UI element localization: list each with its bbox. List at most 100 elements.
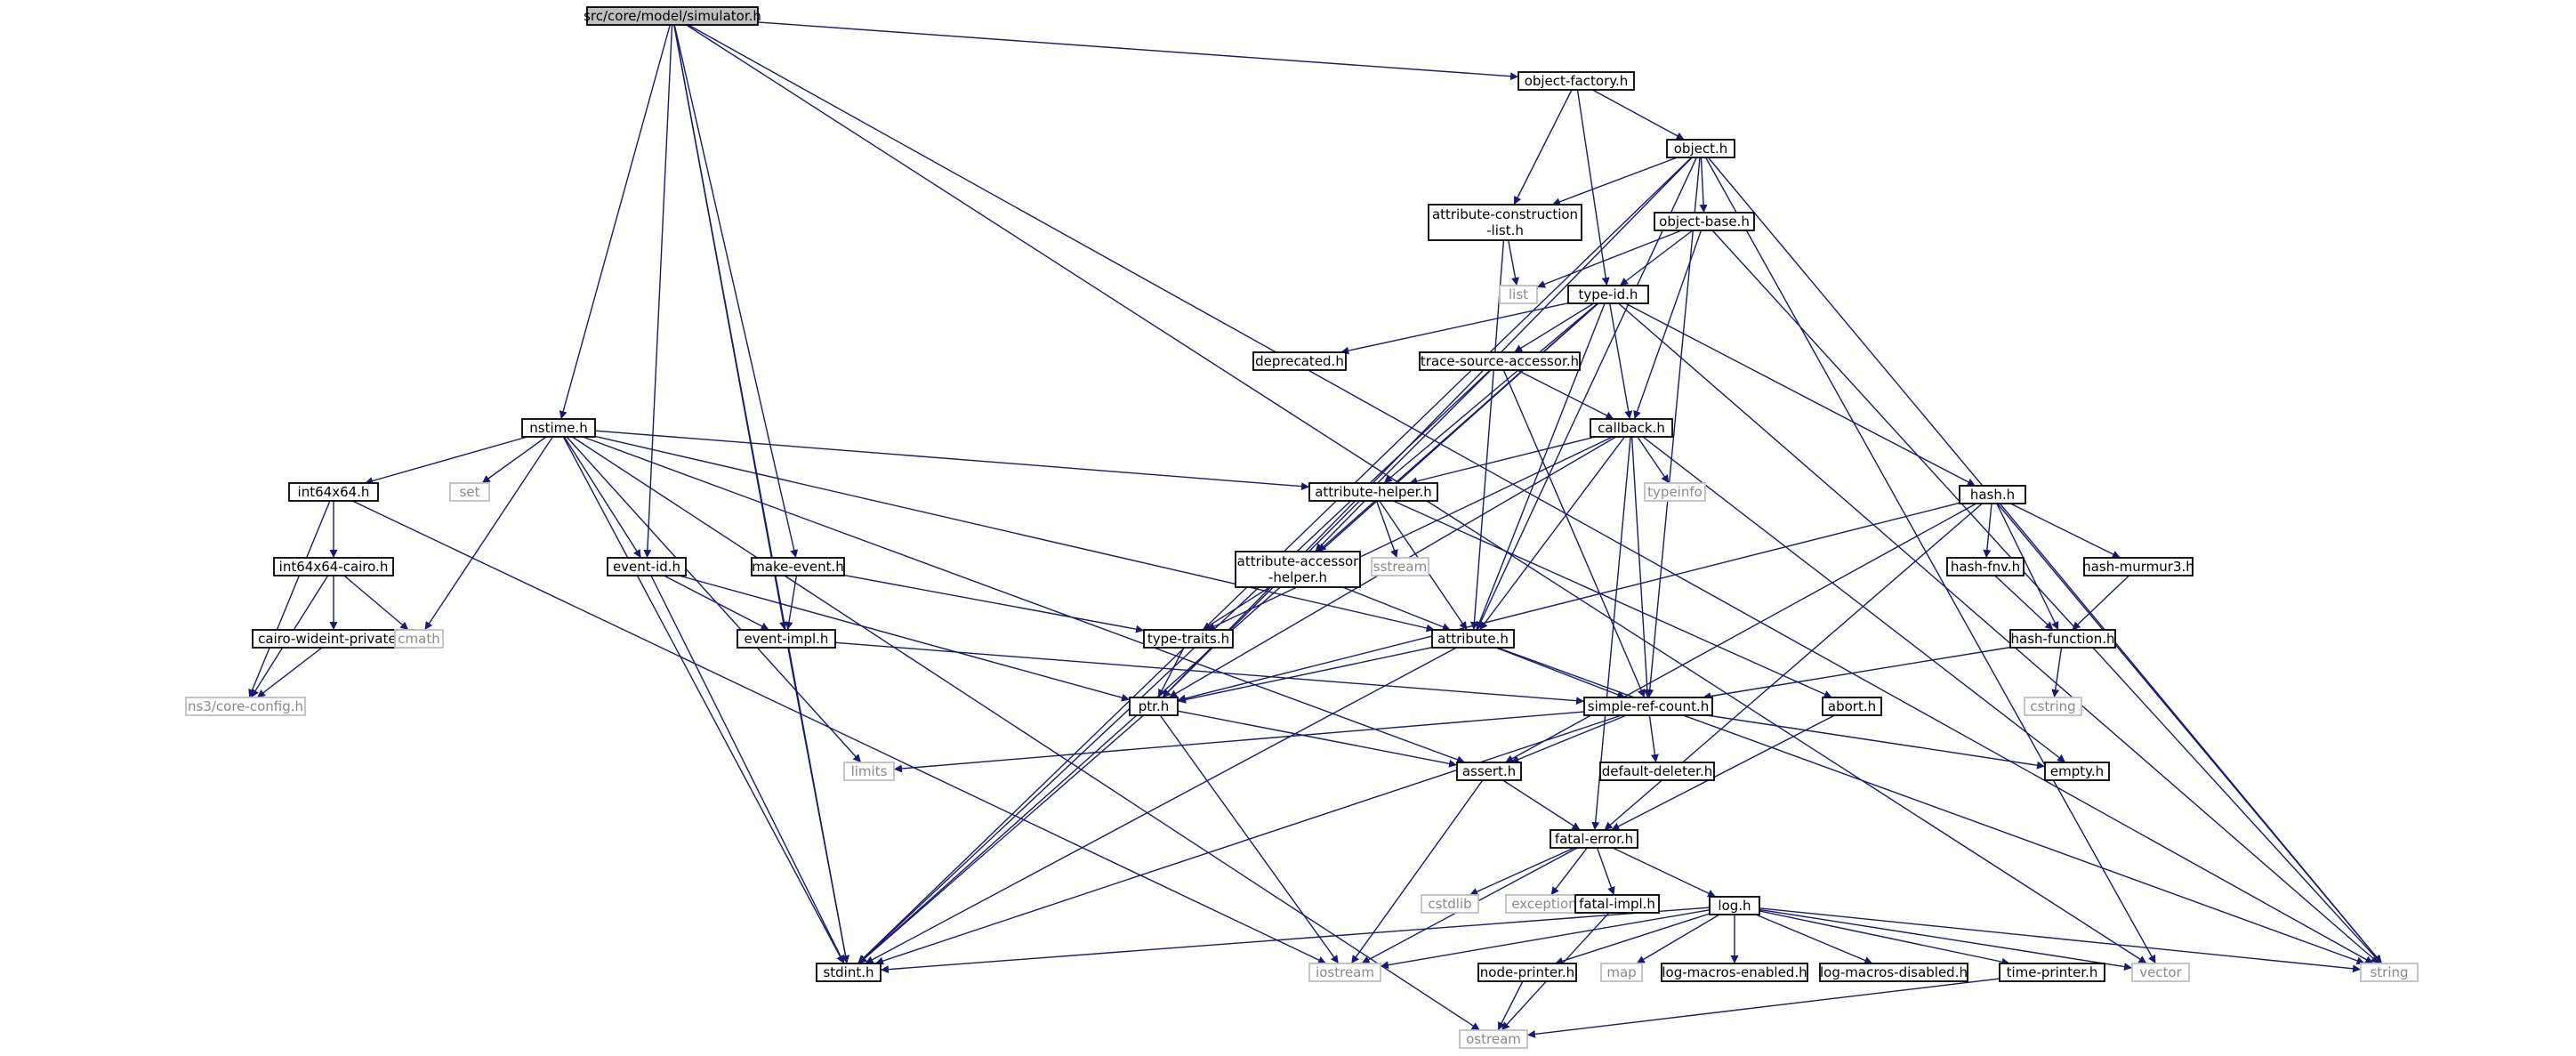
edge-simulator-to-event-id — [643, 24, 673, 559]
node-label: make-event.h — [752, 559, 844, 575]
node-nstime[interactable]: nstime.h — [521, 418, 596, 438]
node-log-macros-enabled[interactable]: log-macros-enabled.h — [1661, 963, 1808, 982]
node-type-id[interactable]: type-id.h — [1567, 285, 1649, 304]
node-empty[interactable]: empty.h — [2044, 762, 2110, 781]
edge-attribute-to-string — [1497, 647, 2365, 965]
node-label: typeinfo — [1647, 484, 1703, 500]
edge-type-id-to-hash — [1624, 302, 1976, 487]
node-label: ostream — [1466, 1031, 1521, 1047]
node-attr-helper[interactable]: attribute-helper.h — [1308, 482, 1438, 502]
node-log-macros-disabled[interactable]: log-macros-disabled.h — [1819, 963, 1968, 982]
node-type-traits[interactable]: type-traits.h — [1143, 629, 1234, 649]
node-label: ptr.h — [1139, 698, 1169, 714]
node-make-event[interactable]: make-event.h — [751, 557, 845, 576]
edge-type-traits-to-ptr — [1157, 647, 1185, 698]
node-label: cmath — [398, 631, 439, 647]
node-ostream: ostream — [1459, 1029, 1528, 1049]
node-hash-function[interactable]: hash-function.h — [2009, 629, 2116, 649]
node-attr-accessor[interactable]: attribute-accessor-helper.h — [1235, 551, 1361, 588]
edge-hash-function-to-cstring — [2051, 647, 2063, 698]
edge-object-factory-to-type-id — [1576, 89, 1610, 286]
node-label: time-printer.h — [2007, 964, 2098, 980]
node-label: cairo-wideint-private.h — [258, 631, 409, 647]
edge-object-to-object-base — [1699, 157, 1708, 214]
node-attr-construction[interactable]: attribute-construction-list.h — [1428, 204, 1582, 241]
node-stdint[interactable]: stdint.h — [816, 963, 881, 982]
edge-hash-to-hash-murmur3 — [2009, 503, 2121, 559]
node-fatal-error[interactable]: fatal-error.h — [1550, 829, 1638, 849]
node-object[interactable]: object.h — [1666, 139, 1735, 158]
node-assert[interactable]: assert.h — [1456, 762, 1522, 781]
node-hash-murmur3[interactable]: hash-murmur3.h — [2082, 557, 2194, 576]
node-time-printer[interactable]: time-printer.h — [1999, 963, 2105, 982]
node-label: hash-fnv.h — [1951, 559, 2020, 575]
edge-attribute-to-stdint — [865, 647, 1457, 964]
edge-type-id-to-attribute — [1476, 302, 1606, 631]
node-ns3-core-config: ns3/core-config.h — [185, 697, 306, 716]
node-int64x64[interactable]: int64x64.h — [288, 482, 379, 502]
edge-attr-helper-to-sstream — [1375, 500, 1398, 559]
edge-hash-to-string — [1999, 503, 2383, 964]
edge-callback-to-type-traits — [1206, 436, 1614, 631]
node-typeinfo: typeinfo — [1644, 482, 1706, 502]
node-hash-fnv[interactable]: hash-fnv.h — [1946, 557, 2025, 576]
edge-nstime-to-int64x64 — [364, 436, 528, 485]
edge-callback-to-empty — [1642, 436, 2066, 763]
edge-attr-construction-to-attribute — [1469, 239, 1505, 631]
edge-hash-to-assert — [1504, 503, 1977, 763]
node-label: int64x64-cairo.h — [279, 559, 389, 575]
node-object-base[interactable]: object-base.h — [1654, 212, 1755, 231]
node-fatal-impl[interactable]: fatal-impl.h — [1574, 894, 1660, 914]
edge-hash-to-hash-fnv — [1983, 503, 1992, 559]
edge-hash-function-to-simple-ref-count — [1703, 646, 2011, 700]
node-hash[interactable]: hash.h — [1959, 485, 2026, 504]
node-node-printer[interactable]: node-printer.h — [1477, 963, 1577, 982]
node-trace-source[interactable]: trace-source-accessor.h — [1419, 351, 1581, 371]
edge-fatal-error-to-log — [1612, 847, 1717, 898]
node-object-factory[interactable]: object-factory.h — [1517, 71, 1635, 91]
node-label: event-impl.h — [745, 631, 829, 647]
edge-nstime-to-attribute — [594, 435, 1435, 633]
edge-attr-helper-to-attr-accessor — [1315, 500, 1365, 552]
node-int64x64-cairo[interactable]: int64x64-cairo.h — [273, 557, 394, 576]
node-default-deleter[interactable]: default-deleter.h — [1599, 762, 1715, 781]
node-callback[interactable]: callback.h — [1590, 418, 1673, 438]
node-abort[interactable]: abort.h — [1822, 697, 1882, 716]
node-log[interactable]: log.h — [1709, 896, 1760, 915]
edge-simulator-to-object-factory — [757, 21, 1519, 81]
node-simulator[interactable]: src/core/model/simulator.h — [584, 6, 761, 26]
edge-log-to-string — [1759, 907, 2362, 973]
node-event-id[interactable]: event-id.h — [607, 557, 687, 576]
edge-assert-to-iostream — [1350, 779, 1484, 964]
edge-abort-to-fatal-error — [1611, 714, 1835, 831]
node-deprecated[interactable]: deprecated.h — [1252, 351, 1347, 371]
edge-node-printer-to-ostream — [1497, 980, 1524, 1031]
node-set: set — [449, 482, 490, 502]
edge-hash-to-hash-function — [1996, 503, 2059, 631]
node-label: attribute-helper.h — [1315, 484, 1432, 500]
node-label: deprecated.h — [1255, 353, 1344, 369]
edge-simulator-to-string — [688, 24, 2374, 964]
node-limits: limits — [843, 762, 895, 781]
node-label: attribute-construction — [1432, 206, 1578, 222]
edge-hash-fnv-to-hash-function — [1994, 575, 2054, 631]
edge-simple-ref-count-to-limits — [893, 711, 1585, 773]
edge-trace-source-to-callback — [1517, 369, 1614, 420]
node-simple-ref-count[interactable]: simple-ref-count.h — [1583, 697, 1713, 716]
edge-attribute-to-ptr — [1177, 647, 1433, 704]
node-cairo-wideint[interactable]: cairo-wideint-private.h — [252, 629, 415, 649]
edge-simulator-to-nstime — [559, 24, 671, 420]
node-label: cstring — [2030, 698, 2075, 714]
edge-hash-to-ptr — [1177, 502, 1960, 703]
edge-attr-accessor-to-attribute — [1342, 586, 1452, 631]
node-ptr[interactable]: ptr.h — [1129, 697, 1179, 716]
edge-object-to-ptr — [1162, 157, 1693, 698]
node-label: attribute-accessor — [1237, 553, 1360, 569]
edge-attr-helper-to-abort — [1393, 500, 1832, 698]
node-label: sstream — [1373, 559, 1427, 575]
edge-int64x64-to-iostream — [351, 500, 1327, 964]
edge-log-to-iostream — [1380, 909, 1711, 970]
node-event-impl[interactable]: event-impl.h — [737, 629, 836, 649]
node-attribute[interactable]: attribute.h — [1431, 629, 1515, 649]
node-label: log-macros-disabled.h — [1820, 964, 1968, 980]
